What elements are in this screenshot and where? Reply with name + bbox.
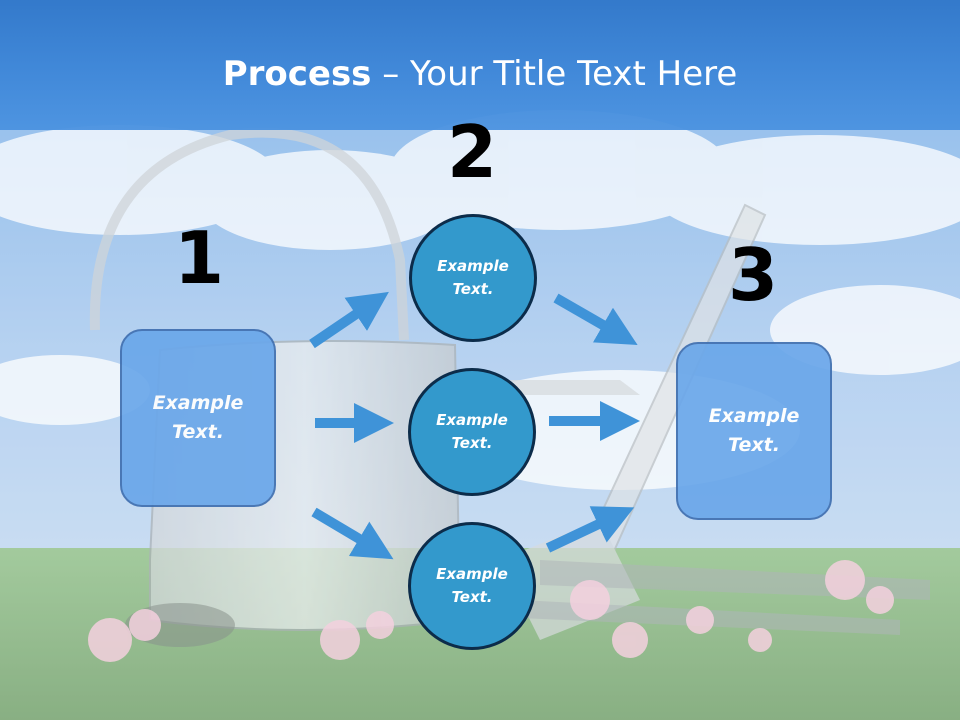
step-3-label: Example Text. bbox=[708, 405, 800, 456]
blossoms-decoration bbox=[88, 560, 894, 662]
circle-1: Example Text. bbox=[409, 214, 537, 342]
title-rest: – Your Title Text Here bbox=[371, 54, 738, 94]
circle-2: Example Text. bbox=[408, 368, 536, 496]
circle-3-label: Example Text. bbox=[436, 565, 508, 606]
circle-2-label: Example Text. bbox=[436, 411, 508, 452]
slide-title: Process – Your Title Text Here bbox=[0, 52, 960, 96]
circle-3: Example Text. bbox=[408, 522, 536, 650]
step-3-box: Example Text. bbox=[676, 342, 832, 520]
title-bold: Process bbox=[222, 54, 372, 94]
step-1-label: Example Text. bbox=[152, 392, 244, 443]
circle-1-label: Example Text. bbox=[437, 257, 509, 298]
step-number-2: 2 bbox=[446, 110, 498, 194]
step-number-1: 1 bbox=[173, 216, 225, 300]
step-1-box: Example Text. bbox=[120, 329, 276, 507]
title-bar bbox=[0, 0, 960, 130]
step-number-3: 3 bbox=[727, 233, 779, 317]
